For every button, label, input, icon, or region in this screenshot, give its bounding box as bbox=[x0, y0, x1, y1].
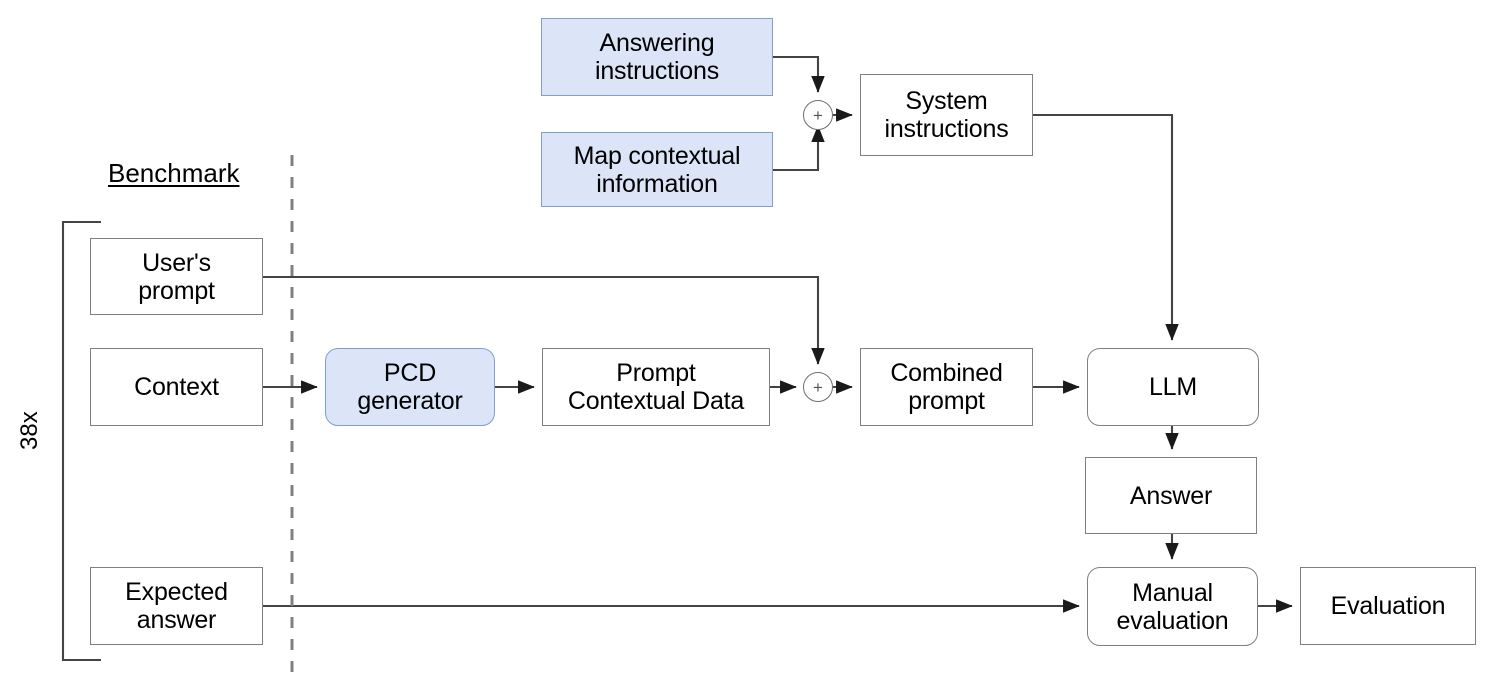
wire-system-instructions-to-llm bbox=[1033, 113, 1179, 341]
sum-junction-combined-prompt: + bbox=[803, 372, 833, 402]
node-context: Context bbox=[90, 348, 263, 426]
node-expected-answer: Expected answer bbox=[90, 567, 263, 645]
node-answering-instructions: Answering instructions bbox=[541, 18, 773, 96]
node-manual-evaluation: Manual evaluation bbox=[1087, 567, 1258, 646]
node-map-contextual-information: Map contextual information bbox=[541, 132, 773, 207]
repetition-count-label: 38x bbox=[16, 411, 43, 450]
node-answer: Answer bbox=[1085, 457, 1257, 534]
node-combined-prompt: Combined prompt bbox=[860, 348, 1033, 426]
node-pcd-generator: PCD generator bbox=[325, 348, 495, 426]
benchmark-title: Benchmark bbox=[108, 158, 240, 188]
sum-junction-system-instructions: + bbox=[803, 100, 833, 130]
node-system-instructions: System instructions bbox=[860, 74, 1033, 156]
node-users-prompt: User's prompt bbox=[90, 238, 263, 315]
wire-map-context-to-junction bbox=[773, 125, 825, 172]
node-llm: LLM bbox=[1087, 348, 1259, 426]
wire-answering-to-junction bbox=[773, 55, 825, 93]
node-evaluation: Evaluation bbox=[1300, 567, 1476, 645]
node-prompt-contextual-data: Prompt Contextual Data bbox=[542, 348, 770, 426]
